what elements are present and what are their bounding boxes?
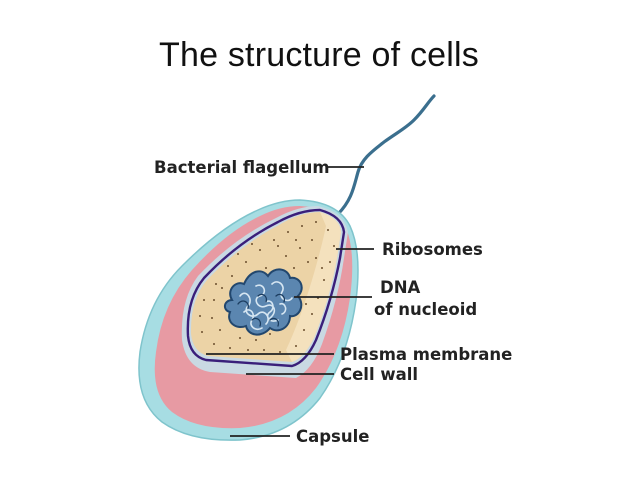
label-dna: DNA	[380, 278, 421, 297]
plasma-membrane	[186, 208, 346, 368]
label-bacterial-flagellum: Bacterial flagellum	[154, 158, 330, 177]
label-ribosomes: Ribosomes	[382, 240, 483, 259]
cutaway-face	[286, 212, 341, 362]
label-cell-wall: Cell wall	[340, 365, 418, 384]
dna-nucleoid	[224, 268, 303, 336]
ribosomes	[199, 221, 335, 353]
slide-title: The structure of cells	[159, 36, 479, 74]
label-capsule: Capsule	[296, 427, 369, 446]
label-of-nucleoid: of nucleoid	[374, 300, 477, 319]
label-plasma-membrane: Plasma membrane	[340, 345, 512, 364]
flagellum	[336, 94, 436, 216]
